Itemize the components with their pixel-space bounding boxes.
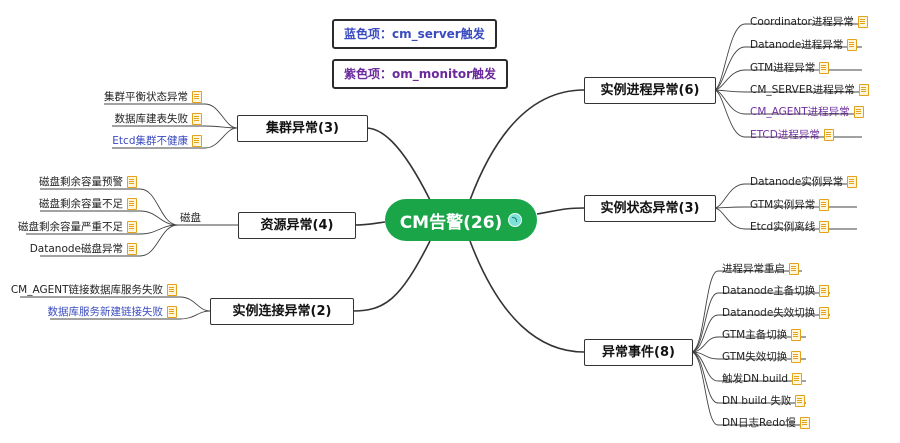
note-icon	[192, 113, 202, 125]
link-events-0	[690, 270, 802, 353]
link-cluster-1	[112, 125, 238, 129]
leaf-events-1[interactable]: Datanode主备切换	[722, 283, 830, 299]
leaf-resource-0[interactable]: 磁盘剩余容量预警	[39, 174, 137, 190]
leaf-resource-3[interactable]: Datanode磁盘异常	[30, 241, 137, 257]
leaf-events-7[interactable]: DN日志Redo慢	[722, 415, 810, 431]
note-icon	[167, 306, 177, 318]
resource-group-label: 磁盘	[180, 212, 201, 224]
leaf-events-2[interactable]: Datanode失效切换	[722, 305, 830, 321]
branch-state[interactable]: 实例状态异常(3)	[584, 195, 716, 222]
leaf-connection-1[interactable]: 数据库服务新建链接失败	[48, 304, 177, 320]
note-icon	[819, 285, 830, 297]
link-root-state	[536, 207, 585, 215]
leaf-cluster-1[interactable]: 数据库建表失败	[115, 111, 202, 127]
note-icon	[819, 199, 830, 211]
cycle-icon	[508, 213, 523, 227]
link-connection-0	[20, 296, 211, 312]
link-root-cluster	[365, 127, 431, 201]
link-events-4	[690, 351, 806, 360]
note-icon	[847, 176, 858, 188]
leaf-process-3[interactable]: CM_SERVER进程异常	[750, 82, 869, 98]
leaf-events-5[interactable]: 触发DN build	[722, 371, 803, 387]
note-icon	[127, 198, 137, 210]
note-icon	[127, 221, 137, 233]
link-events-1	[690, 292, 830, 353]
legend-blue: 蓝色项：cm_server触发	[332, 19, 497, 49]
link-root-connection	[351, 240, 431, 312]
note-icon	[167, 284, 177, 296]
root-node[interactable]: CM告警(26)	[385, 199, 537, 241]
leaf-state-1[interactable]: GTM实例异常	[750, 197, 830, 213]
link-process-1	[713, 46, 862, 91]
leaf-cluster-0[interactable]: 集群平衡状态异常	[104, 89, 202, 105]
leaf-process-0[interactable]: Coordinator进程异常	[750, 14, 868, 30]
link-process-0	[713, 23, 862, 91]
branch-resource[interactable]: 资源异常(4)	[238, 212, 356, 239]
leaf-process-5[interactable]: ETCD进程异常	[750, 127, 834, 143]
legend-purple: 紫色项：om_monitor触发	[332, 59, 509, 89]
link-state-2	[713, 207, 857, 230]
note-icon	[858, 84, 869, 96]
link-root-events	[469, 240, 585, 353]
leaf-resource-1[interactable]: 磁盘剩余容量不足	[39, 196, 137, 212]
link-resource-3	[40, 224, 179, 257]
note-icon	[853, 106, 864, 118]
leaf-cluster-2[interactable]: Etcd集群不健康	[112, 133, 202, 149]
root-label: CM告警(26)	[399, 212, 503, 233]
link-root-process	[469, 89, 585, 201]
note-icon	[792, 373, 803, 385]
note-icon	[192, 91, 202, 103]
link-resource-2	[26, 224, 179, 235]
link-root-resource	[353, 221, 386, 226]
link-process-2	[713, 69, 862, 91]
link-resource-0	[40, 188, 179, 226]
leaf-resource-2[interactable]: 磁盘剩余容量严重不足	[18, 219, 137, 235]
note-icon	[819, 307, 830, 319]
note-icon	[847, 39, 858, 51]
link-events-3	[690, 336, 806, 353]
link-resource-1	[40, 210, 179, 226]
leaf-process-2[interactable]: GTM进程异常	[750, 60, 830, 76]
link-process-5	[713, 89, 862, 138]
link-process-3	[713, 89, 862, 93]
note-icon	[789, 263, 799, 275]
note-icon	[823, 129, 834, 141]
leaf-events-6[interactable]: DN build 失败	[722, 393, 806, 409]
note-icon	[127, 176, 137, 188]
link-connection-1	[50, 310, 211, 320]
note-icon	[819, 221, 830, 233]
note-icon	[127, 243, 137, 255]
branch-connection[interactable]: 实例连接异常(2)	[210, 298, 354, 325]
leaf-process-4[interactable]: CM_AGENT进程异常	[750, 104, 864, 120]
branch-process[interactable]: 实例进程异常(6)	[584, 77, 716, 104]
note-icon	[791, 351, 802, 363]
note-icon	[791, 329, 802, 341]
note-icon	[819, 62, 830, 74]
branch-cluster[interactable]: 集群异常(3)	[237, 115, 368, 142]
link-cluster-2	[112, 127, 238, 149]
link-state-1	[713, 206, 857, 209]
leaf-events-0[interactable]: 进程异常重启	[722, 261, 799, 277]
leaf-process-1[interactable]: Datanode进程异常	[750, 37, 858, 53]
note-icon	[799, 417, 810, 429]
link-events-6	[690, 351, 806, 404]
note-icon	[795, 395, 806, 407]
link-events-7	[690, 351, 810, 426]
leaf-connection-0[interactable]: CM_AGENT链接数据库服务失败	[11, 282, 177, 298]
link-cluster-0	[104, 103, 238, 129]
leaf-state-2[interactable]: Etcd实例离线	[750, 219, 830, 235]
branch-events[interactable]: 异常事件(8)	[584, 339, 693, 366]
link-events-2	[690, 314, 830, 353]
leaf-events-3[interactable]: GTM主备切换	[722, 327, 802, 343]
note-icon	[857, 16, 868, 28]
leaf-state-0[interactable]: Datanode实例异常	[750, 174, 858, 190]
note-icon	[192, 135, 202, 147]
link-state-0	[713, 183, 857, 209]
leaf-events-4[interactable]: GTM失效切换	[722, 349, 802, 365]
